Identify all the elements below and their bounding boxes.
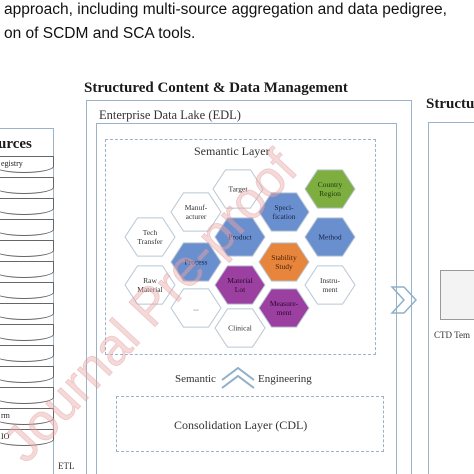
database-disk — [0, 366, 54, 383]
right-panel — [428, 122, 474, 474]
right-title: Structu — [426, 96, 474, 112]
consolidation-layer-box — [116, 396, 384, 452]
ontology-hex — [170, 192, 222, 232]
chevron-right-icon — [390, 286, 418, 314]
chevron-up-icon-inner — [221, 374, 255, 389]
figure-caption-line-1: approach, including multi-source aggrega… — [4, 1, 447, 18]
ontology-hex — [258, 242, 310, 282]
sources-panel — [0, 128, 54, 474]
edl-box — [96, 123, 397, 474]
ontology-hex — [170, 242, 222, 282]
ontology-hex — [124, 217, 176, 257]
ontology-hex — [304, 217, 356, 257]
ontology-hex-label: Measure-ment — [270, 299, 299, 317]
ontology-hex-label: ... — [193, 304, 199, 313]
database-disk — [0, 324, 54, 341]
database-disk — [0, 219, 54, 236]
database-disk: IO — [0, 429, 54, 446]
ontology-hex-label: Product — [228, 233, 252, 242]
ontology-hex — [304, 169, 356, 209]
semantic-layer-title: Semantic Layer — [194, 144, 270, 158]
ontology-hex-label: Method — [318, 233, 342, 242]
ontology-hex — [170, 288, 222, 328]
database-disk — [0, 345, 54, 362]
ontology-hex — [124, 265, 176, 305]
ontology-hex-label: Speci-fication — [273, 203, 296, 221]
semantic-layer-box — [105, 139, 376, 355]
engineering-label: Engineering — [258, 373, 312, 385]
ontology-hex — [214, 265, 266, 305]
database-disk: rm — [0, 408, 54, 425]
scdm-box — [86, 100, 412, 474]
ontology-hex-label: Clinical — [228, 324, 252, 333]
database-disk — [0, 177, 54, 194]
semantic-label: Semantic — [175, 373, 216, 385]
database-disk: egistry — [0, 156, 54, 173]
ontology-hex — [214, 217, 266, 257]
ontology-hex — [304, 265, 356, 305]
ontology-hex-label: Target — [229, 185, 249, 194]
database-disk — [0, 387, 54, 404]
sources-title: urces — [0, 136, 32, 152]
edl-title: Enterprise Data Lake (EDL) — [99, 108, 241, 122]
main-title: Structured Content & Data Management — [84, 80, 348, 96]
database-disk — [0, 198, 54, 215]
ontology-hex-label: Process — [185, 258, 208, 267]
database-disk — [0, 303, 54, 320]
figure-caption-line-2: on of SCDM and SCA tools. — [4, 25, 196, 42]
etl-label: ETL — [58, 461, 75, 471]
ontology-hex — [258, 192, 310, 232]
ontology-hex — [212, 169, 264, 209]
ontology-hex-label: Manuf-acturer — [185, 203, 208, 221]
ctd-template-card — [440, 270, 474, 320]
database-disk — [0, 240, 54, 257]
ctd-template-label: CTD Tem — [434, 330, 470, 340]
ontology-hex — [258, 288, 310, 328]
database-disk — [0, 282, 54, 299]
ontology-hex-label: Instru-ment — [320, 276, 340, 294]
chevron-up-icon — [221, 366, 255, 381]
ontology-hex — [214, 308, 266, 348]
cdl-title: Consolidation Layer (CDL) — [174, 418, 308, 432]
database-disk — [0, 261, 54, 278]
